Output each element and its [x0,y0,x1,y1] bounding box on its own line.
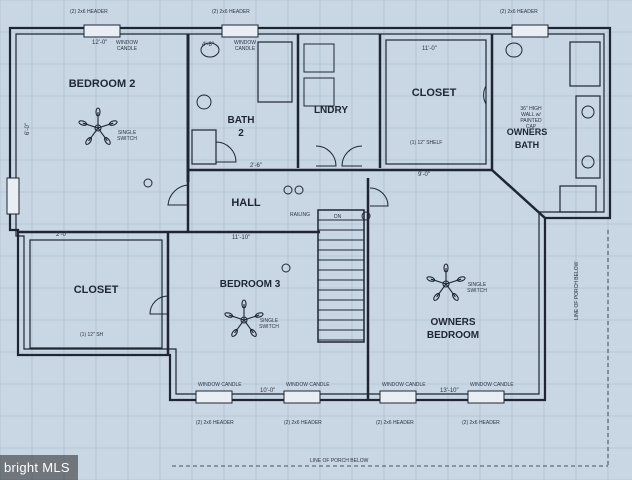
note-shelf: (1) 12" SH [80,332,104,338]
dimension: 6'-0" [24,123,31,135]
note-window-candle: WINDOW CANDLE [382,382,426,388]
fixtures [196,42,595,169]
dimension: 10'-0" [260,388,276,394]
note-porch-below: LINE OF PORCH BELOW [310,458,369,464]
note-window-candle: WINDOW CANDLE [286,382,330,388]
note-window-candle: WINDOW CANDLE [234,40,256,52]
note-porch-below: LINE OF PORCH BELOW [574,261,580,320]
windows [6,24,549,404]
dimension: 2'-0" [56,232,68,238]
watermark-logo: bright MLS [0,455,78,480]
outlets [143,178,371,273]
note-window-candle: WINDOW CANDLE [198,382,242,388]
dimension: 2'-6" [250,163,262,169]
note-header: (2) 2x6 HEADER [500,9,538,15]
note-dn: DN [334,214,342,220]
room-label-owners-bedroom: OWNERS BEDROOM [426,317,480,341]
dimension: 9'-0" [418,172,430,178]
porch-lines [172,230,609,467]
note-railing: RAILING [290,212,311,218]
stair-treads [318,219,364,341]
room-label-hall: HALL [231,197,261,209]
door-swings [149,85,487,315]
dimension: 11'-10" [232,235,251,241]
note-header: (2) 2x6 HEADER [70,9,108,15]
note-window-candle: WINDOW CANDLE [116,40,138,52]
room-label-bedroom-3: BEDROOM 3 [219,279,281,290]
dimension: 4'-8" [202,42,214,48]
note-wall: 36" HIGH WALL w/ PAINTED CAP [520,106,542,130]
ceiling-fan-icon [78,107,118,145]
room-label-closet-left: CLOSET [73,284,119,296]
room-label-owners-bath: OWNERS BATH [506,127,548,150]
note-single-switch: SINGLE SWITCH [467,282,487,294]
note-single-switch: SINGLE SWITCH [259,318,279,330]
dimension: 13'-10" [440,388,459,394]
ceiling-fan-icon [426,263,466,301]
ceiling-fan-icon [224,299,264,337]
room-label-bath-2: BATH 2 [227,115,255,139]
note-header: (2) 2x6 HEADER [462,420,500,426]
room-label-laundry: LNDRY [313,105,349,116]
note-header: (2) 2x6 HEADER [284,420,322,426]
note-shelf: (1) 12" SHELF [410,140,443,146]
dimension: 11'-0" [422,46,437,52]
note-header: (2) 2x6 HEADER [376,420,414,426]
note-header: (2) 2x6 HEADER [196,420,234,426]
note-header: (2) 2x6 HEADER [212,9,250,15]
ceiling-fans [78,107,466,337]
note-window-candle: WINDOW CANDLE [470,382,514,388]
dimension: 12'-0" [92,40,108,46]
room-label-closet-top: CLOSET [411,87,457,99]
note-single-switch: SINGLE SWITCH [117,130,137,142]
walls [8,26,612,402]
room-label-bedroom-2: BEDROOM 2 [68,78,136,90]
